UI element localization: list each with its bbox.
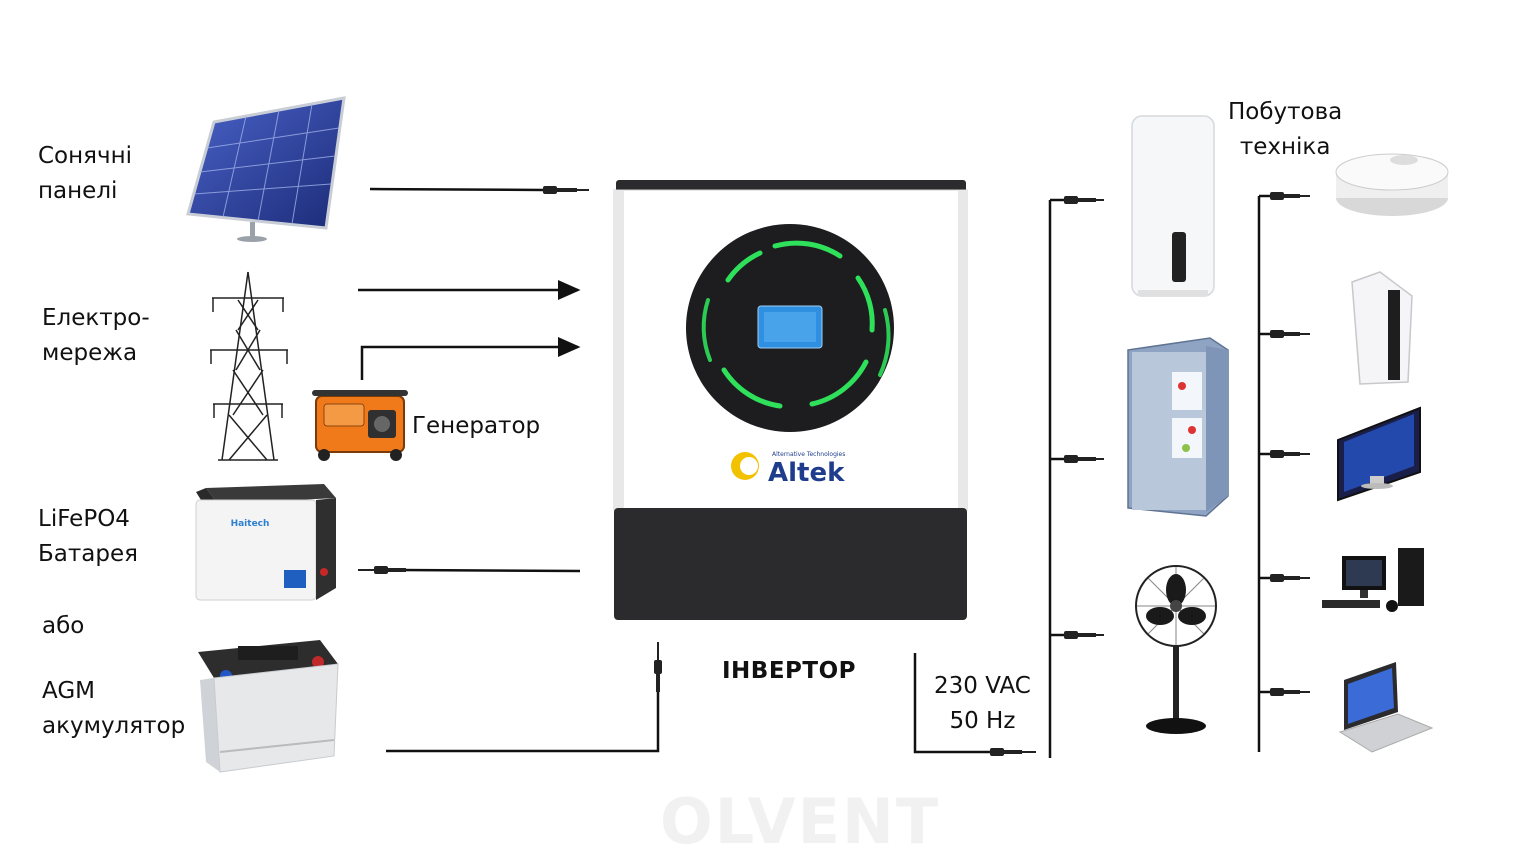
appliances-label: Побутова техніка (1228, 95, 1342, 165)
inverter-icon: Altek Alternative Technologies (613, 180, 968, 620)
lifepo4-label: LiFePO4 Батарея (38, 502, 138, 572)
output-plugs (1064, 192, 1310, 696)
plug-icon (654, 642, 662, 692)
plug-icon (1270, 192, 1310, 200)
agm-label-line1: AGM (42, 678, 95, 704)
altek-logo: Altek Alternative Technologies (731, 451, 845, 488)
agm-label: AGM акумулятор (42, 674, 185, 744)
plug-icon (1064, 455, 1104, 463)
desktop-computer-icon (1322, 548, 1424, 612)
solar-label-line2: панелі (38, 178, 118, 204)
water-heater-icon (1131, 115, 1215, 297)
output-voltage: 230 VAC (934, 673, 1031, 699)
solar-line (369, 187, 546, 192)
solar-label: Сонячні панелі (38, 139, 132, 209)
output-line (913, 653, 990, 754)
solar-label-line1: Сонячні (38, 143, 133, 169)
appliances-label-line2: техніка (1239, 134, 1331, 160)
robot-vacuum-icon (1335, 153, 1449, 216)
refrigerator-icon (1127, 337, 1229, 517)
generator-label: Генератор (412, 409, 540, 444)
plug-icon (358, 566, 406, 574)
solar-panel-icon (186, 96, 346, 242)
plug-icon (1064, 196, 1104, 204)
power-tower-icon (210, 271, 288, 461)
plug-icon (1064, 631, 1104, 639)
generator-icon (312, 390, 408, 461)
lifepo4-battery-icon: Haitech (195, 484, 336, 601)
plug-connectors (358, 186, 1036, 756)
plug-icon (1270, 574, 1310, 582)
watermark: OLVENT (660, 785, 941, 858)
inverter-title: ІНВЕРТОР (722, 658, 857, 684)
or-label-text: або (42, 613, 85, 639)
plug-icon (1270, 450, 1310, 458)
brand-name: Altek (768, 458, 845, 488)
grid-label-line2: мережа (42, 340, 138, 366)
generator-label-text: Генератор (412, 413, 541, 439)
laptop-icon (1338, 662, 1434, 753)
battery-brand: Haitech (231, 519, 270, 529)
tv-icon (1337, 406, 1421, 502)
game-console-icon (1351, 271, 1413, 385)
agm-battery-icon (198, 640, 339, 773)
output-spec: 230 VAC 50 Hz (934, 669, 1031, 739)
grid-label: Електро- мережа (42, 301, 150, 371)
plug-icon (990, 748, 1036, 756)
output-frequency: 50 Hz (949, 708, 1016, 734)
plug-icon (1270, 330, 1310, 338)
input-connections (358, 187, 990, 754)
fan-icon (1135, 565, 1217, 734)
agm-line (386, 690, 660, 753)
plug-icon (1270, 688, 1310, 696)
appliances-label-line1: Побутова (1228, 99, 1343, 125)
output-buses (1048, 194, 1272, 758)
lifepo4-label-line1: LiFePO4 (38, 506, 130, 532)
or-label: або (42, 609, 84, 644)
lifepo4-line (399, 568, 581, 573)
agm-label-line2: акумулятор (42, 713, 186, 739)
generator-arrow (360, 337, 581, 380)
brand-tagline: Alternative Technologies (772, 451, 845, 458)
lifepo4-label-line2: Батарея (38, 541, 138, 567)
plug-icon (543, 186, 589, 194)
grid-label-line1: Електро- (42, 305, 150, 331)
